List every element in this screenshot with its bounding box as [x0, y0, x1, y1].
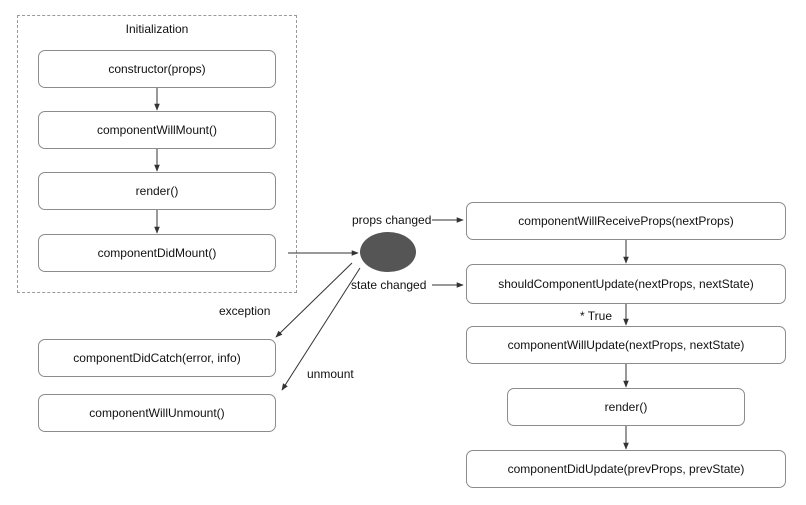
exception-label: exception [219, 304, 271, 318]
props-changed-label: props changed [352, 213, 432, 227]
component-will-unmount-node: componentWillUnmount() [38, 394, 276, 432]
initialization-group [17, 15, 297, 293]
component-did-catch-node: componentDidCatch(error, info) [38, 339, 276, 377]
true-condition-label: * True [580, 309, 613, 323]
initial-render-node: render() [38, 172, 276, 210]
component-did-mount-node: componentDidMount() [38, 234, 276, 272]
state-changed-label: state changed [351, 278, 427, 292]
initialization-title: Initialization [125, 22, 189, 36]
component-will-update-node: componentWillUpdate(nextProps, nextState… [466, 326, 786, 364]
should-component-update-node: shouldComponentUpdate(nextProps, nextSta… [466, 264, 786, 304]
constructor-node: constructor(props) [38, 50, 276, 88]
component-did-update-node: componentDidUpdate(prevProps, prevState) [466, 450, 786, 488]
arrow-hub-unmount [281, 267, 361, 391]
arrow-hub-exception [275, 262, 353, 338]
state-hub-node [360, 232, 416, 272]
update-render-node: render() [507, 388, 745, 426]
component-will-receive-props-node: componentWillReceiveProps(nextProps) [466, 202, 786, 240]
component-will-mount-node: componentWillMount() [38, 111, 276, 149]
unmount-label: unmount [307, 367, 354, 381]
